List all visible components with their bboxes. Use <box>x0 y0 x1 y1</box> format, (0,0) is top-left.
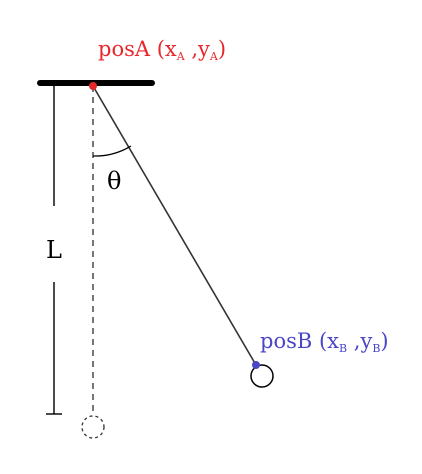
pos-b-point <box>252 361 260 369</box>
pendulum-string <box>92 85 257 366</box>
pos-a-label: posA (xA ,yA) <box>98 37 226 63</box>
pos-b-open: (x <box>312 329 339 353</box>
pos-b-name: posB <box>260 329 312 353</box>
rest-position-bob <box>81 415 105 439</box>
pos-a-comma: ,y <box>185 37 210 61</box>
pendulum-bob <box>250 364 274 388</box>
pos-b-sub-x: B <box>339 342 347 355</box>
pos-b-label: posB (xB ,yB) <box>260 329 389 355</box>
angle-arc <box>92 145 132 157</box>
pos-a-open: (x <box>150 37 177 61</box>
angle-label: θ <box>107 167 121 195</box>
pos-a-sub-y: A <box>209 50 219 63</box>
length-label: L <box>46 236 62 264</box>
pos-a-point <box>89 82 97 90</box>
pos-b-comma: ,y <box>347 329 372 353</box>
pos-a-name: posA <box>98 37 151 61</box>
pos-a-close: ) <box>218 37 226 61</box>
pos-b-sub-y: B <box>372 342 380 355</box>
pos-a-sub-x: A <box>176 50 186 63</box>
pos-b-close: ) <box>380 329 388 353</box>
